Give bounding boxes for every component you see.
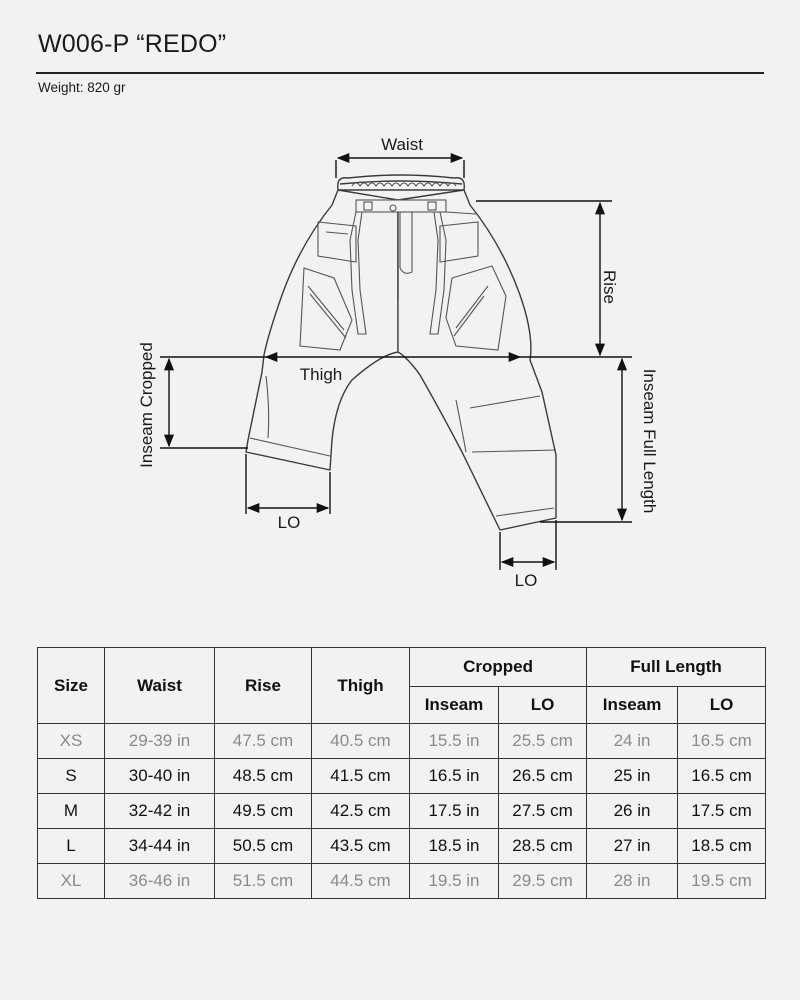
header-cropped-inseam: Inseam xyxy=(409,686,499,724)
cell-full-lo: 16.5 cm xyxy=(677,758,767,794)
cell-cropped-inseam: 16.5 in xyxy=(409,758,499,794)
cell-waist: 36-46 in xyxy=(104,863,215,899)
table-row: XS 29-39 in 47.5 cm 40.5 cm 15.5 in 25.5… xyxy=(37,723,767,759)
cell-full-inseam: 27 in xyxy=(586,828,679,864)
cell-size: M xyxy=(37,793,105,829)
header-full-length: Full Length xyxy=(586,647,767,687)
header-full-inseam: Inseam xyxy=(586,686,679,724)
cell-cropped-inseam: 15.5 in xyxy=(409,723,499,759)
dimension-lines xyxy=(160,152,632,570)
cell-full-lo: 16.5 cm xyxy=(677,723,767,759)
header-thigh: Thigh xyxy=(311,647,410,724)
table-row: L 34-44 in 50.5 cm 43.5 cm 18.5 in 28.5 … xyxy=(37,828,767,864)
size-chart-table: Size Waist Rise Thigh Cropped Full Lengt… xyxy=(37,647,767,899)
rise-label: Rise xyxy=(600,270,619,304)
cell-size: XL xyxy=(37,863,105,899)
cell-full-lo: 17.5 cm xyxy=(677,793,767,829)
cell-rise: 49.5 cm xyxy=(214,793,312,829)
header-rise: Rise xyxy=(214,647,312,724)
title-divider xyxy=(36,72,764,74)
cell-cropped-lo: 26.5 cm xyxy=(497,758,588,794)
weight-label: Weight: 820 gr xyxy=(38,80,126,95)
cell-waist: 30-40 in xyxy=(104,758,215,794)
cell-thigh: 43.5 cm xyxy=(311,828,410,864)
header-waist: Waist xyxy=(104,647,215,724)
cell-cropped-inseam: 19.5 in xyxy=(409,863,499,899)
lo-left-label: LO xyxy=(278,513,301,532)
cell-rise: 51.5 cm xyxy=(214,863,312,899)
cell-full-inseam: 28 in xyxy=(586,863,679,899)
table-row: M 32-42 in 49.5 cm 42.5 cm 17.5 in 27.5 … xyxy=(37,793,767,829)
cell-cropped-lo: 28.5 cm xyxy=(497,828,588,864)
cell-cropped-lo: 25.5 cm xyxy=(497,723,588,759)
cell-waist: 34-44 in xyxy=(104,828,215,864)
cell-cropped-inseam: 17.5 in xyxy=(409,793,499,829)
header-cropped: Cropped xyxy=(408,647,588,687)
header-cropped-lo: LO xyxy=(497,686,588,724)
table-row: S 30-40 in 48.5 cm 41.5 cm 16.5 in 26.5 … xyxy=(37,758,767,794)
pants-details xyxy=(249,182,557,517)
header-size: Size xyxy=(37,647,105,724)
cell-waist: 29-39 in xyxy=(104,723,215,759)
cell-rise: 47.5 cm xyxy=(214,723,312,759)
inseam-full-length-label: Inseam Full Length xyxy=(640,369,659,514)
inseam-cropped-label: Inseam Cropped xyxy=(137,342,156,468)
cell-full-lo: 18.5 cm xyxy=(677,828,767,864)
product-title: W006-P “REDO” xyxy=(38,30,227,58)
cell-full-inseam: 26 in xyxy=(586,793,679,829)
cell-rise: 50.5 cm xyxy=(214,828,312,864)
cell-full-inseam: 25 in xyxy=(586,758,679,794)
cell-cropped-inseam: 18.5 in xyxy=(409,828,499,864)
table-row: XL 36-46 in 51.5 cm 44.5 cm 19.5 in 29.5… xyxy=(37,863,767,899)
cell-thigh: 41.5 cm xyxy=(311,758,410,794)
cell-size: L xyxy=(37,828,105,864)
header-full-lo: LO xyxy=(677,686,767,724)
pants-outline xyxy=(245,174,557,531)
cell-cropped-lo: 29.5 cm xyxy=(497,863,588,899)
pants-measurement-diagram: Waist Rise Thigh Inseam Cropped Inseam F… xyxy=(137,135,659,590)
cell-full-inseam: 24 in xyxy=(586,723,679,759)
waist-label: Waist xyxy=(381,135,423,154)
cell-size: XS xyxy=(37,723,105,759)
cell-size: S xyxy=(37,758,105,794)
cell-thigh: 44.5 cm xyxy=(311,863,410,899)
cell-full-lo: 19.5 cm xyxy=(677,863,767,899)
cell-cropped-lo: 27.5 cm xyxy=(497,793,588,829)
cell-rise: 48.5 cm xyxy=(214,758,312,794)
cell-thigh: 42.5 cm xyxy=(311,793,410,829)
thigh-label: Thigh xyxy=(300,365,343,384)
cell-thigh: 40.5 cm xyxy=(311,723,410,759)
cell-waist: 32-42 in xyxy=(104,793,215,829)
lo-right-label: LO xyxy=(515,571,538,590)
